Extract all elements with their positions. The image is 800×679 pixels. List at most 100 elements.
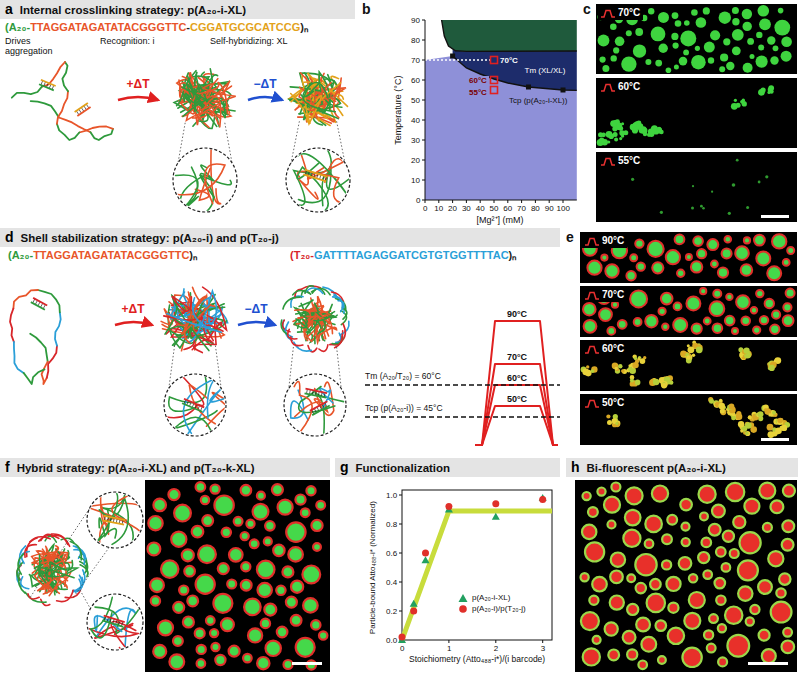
aggregate — [621, 122, 624, 125]
zoom-content — [284, 374, 346, 440]
aggregate — [660, 211, 663, 214]
droplet — [677, 270, 684, 277]
droplet — [258, 583, 272, 597]
droplet — [773, 45, 779, 51]
droplet — [710, 30, 720, 40]
droplet — [776, 588, 785, 597]
droplet — [679, 557, 692, 570]
droplet — [662, 534, 672, 544]
droplet — [674, 303, 682, 311]
droplet — [655, 60, 662, 67]
droplet — [647, 594, 665, 612]
droplet — [740, 532, 761, 553]
droplet — [211, 643, 219, 651]
sequence-segment: (A₂₀- — [8, 249, 33, 262]
label-patch: 55°C — [598, 154, 643, 168]
duplex-strand — [41, 80, 56, 86]
aggregate — [615, 119, 619, 123]
droplet — [722, 563, 731, 572]
droplet — [727, 635, 749, 657]
annotation: 80 — [411, 36, 420, 45]
polymer-strand — [204, 322, 223, 339]
droplet — [781, 36, 792, 47]
legend-sample — [458, 604, 468, 614]
shell-strand — [336, 333, 341, 342]
droplet — [196, 482, 206, 492]
shell-strand — [288, 329, 297, 339]
droplet — [278, 500, 293, 515]
annotation: 90°C — [507, 309, 527, 319]
duplex-strand — [312, 406, 330, 416]
droplet — [153, 645, 166, 658]
panel-title: Functionalization — [356, 460, 451, 476]
droplet — [291, 581, 303, 593]
droplet — [667, 515, 677, 525]
annotation: 10 — [411, 176, 420, 185]
shell-strand — [335, 334, 343, 348]
droplet — [636, 618, 650, 632]
zoom-content — [86, 489, 145, 548]
tick — [399, 495, 402, 496]
droplet — [311, 520, 322, 531]
duplex-strand — [305, 170, 328, 177]
phase-region — [442, 20, 577, 51]
zoom-ground — [87, 492, 143, 548]
label-patch: 60°C — [598, 80, 643, 94]
droplet — [718, 268, 728, 278]
annotation: 60 — [503, 204, 512, 213]
aggregate — [781, 425, 787, 431]
polymer-strand — [62, 62, 68, 91]
droplet — [151, 596, 160, 605]
droplet — [316, 501, 325, 510]
aggregate — [640, 358, 646, 364]
temperature-icon — [601, 10, 615, 17]
droplet — [787, 247, 794, 254]
micrograph-tile: 90°C — [580, 232, 797, 283]
panel-letter: d — [5, 229, 14, 245]
tick — [542, 640, 543, 643]
polymer-strand — [111, 622, 136, 651]
droplet — [733, 516, 745, 528]
zoom-leader — [30, 506, 91, 597]
panel-title: Internal crosslinking strategy: p(A₂₀-i-… — [20, 2, 246, 18]
annotation: 2 — [494, 644, 498, 653]
droplet — [652, 262, 663, 273]
droplet — [758, 5, 770, 17]
aggregate — [740, 429, 743, 432]
droplet — [201, 496, 209, 504]
temperature-label: 70°C — [618, 7, 640, 19]
sequence-line: (A₂₀-TTAGGATAGATATACGGGTTC)ₙ — [8, 249, 197, 262]
aggregate — [640, 126, 647, 133]
droplet — [759, 630, 770, 641]
scale-bar — [292, 662, 322, 665]
droplet — [691, 55, 706, 70]
reference-line — [425, 59, 490, 61]
zoom-ground — [173, 148, 237, 212]
droplet — [722, 248, 732, 258]
droplet — [742, 9, 752, 19]
polymer-strand — [176, 164, 225, 204]
droplet — [756, 290, 763, 297]
phase-region — [453, 50, 577, 91]
droplet — [723, 531, 734, 542]
droplet — [626, 30, 632, 36]
droplet — [759, 18, 771, 30]
droplet — [637, 262, 645, 270]
tick — [448, 640, 449, 643]
shell-strand — [30, 537, 50, 542]
aggregate — [777, 418, 784, 425]
aggregate — [709, 399, 714, 404]
temperature-icon — [601, 84, 615, 91]
aggregate — [720, 408, 725, 413]
droplet — [645, 539, 654, 548]
droplet — [693, 236, 703, 246]
droplet — [187, 596, 198, 607]
droplet — [702, 538, 712, 548]
polymer-strand — [32, 546, 64, 563]
zoom-circle — [164, 374, 226, 436]
aggregate — [598, 132, 603, 137]
droplet — [732, 18, 739, 25]
tick — [495, 640, 496, 643]
temperature-icon — [601, 9, 615, 18]
droplet — [758, 44, 764, 50]
